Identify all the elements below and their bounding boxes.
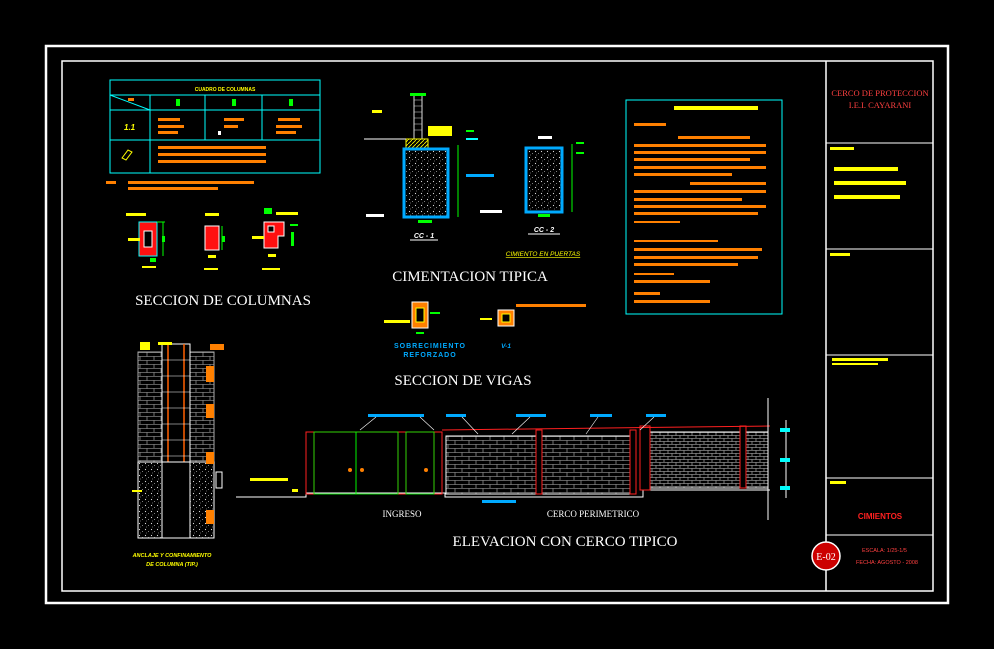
sheet-code-circle	[811, 541, 841, 571]
column-sections	[126, 208, 298, 270]
fence-elevation: INGRESO CERCO PERIMETRICO	[236, 398, 790, 520]
foundation-cc1: CC - 1	[364, 93, 494, 241]
title-beam-sections: SECCION DE VIGAS	[394, 373, 531, 389]
columns-table: CUADRO DE COLUMNAS 1.1	[106, 79, 321, 190]
sheet-code: E-02	[816, 552, 835, 563]
outer-frame	[44, 44, 950, 605]
column-anchorage-detail: ANCLAJE Y CONFINAMIENTO DE COLUMNA (TIP.…	[132, 342, 224, 568]
project-title-line-1: CERCO DE PROTECCION	[831, 88, 928, 98]
foundation-cc2: CC - 2 CIMIENTO EN PUERTAS	[480, 136, 584, 258]
date-text: FECHA: AGOSTO - 2008	[856, 560, 918, 566]
scale-text: ESCALA: 1/25-1/5	[862, 548, 907, 554]
general-notes	[625, 99, 783, 315]
beam-sections: SOBRECIMIENTO REFORZADO V-1	[384, 301, 586, 359]
title-block: CERCO DE PROTECCION I.E.I. CAYARANI CIMI…	[811, 88, 933, 571]
label-cerco-perimetrico: CERCO PERIMETRICO	[547, 509, 640, 519]
label-reforzado: REFORZADO	[403, 352, 456, 359]
label-cc2: CC - 2	[534, 227, 554, 234]
title-column-sections: SECCION DE COLUMNAS	[135, 293, 311, 309]
label-cimiento-puertas: CIMIENTO EN PUERTAS	[506, 251, 581, 258]
anchorage-caption-1: ANCLAJE Y CONFINAMIENTO	[132, 553, 213, 559]
column-row-label: 1.1	[124, 123, 136, 132]
label-ingreso: INGRESO	[382, 509, 422, 519]
label-v1: V-1	[501, 343, 511, 350]
label-sobrecimiento: SOBRECIMIENTO	[394, 343, 466, 350]
columns-table-title: CUADRO DE COLUMNAS	[195, 87, 256, 93]
sheet-name: CIMIENTOS	[858, 512, 903, 521]
inner-frame	[61, 60, 934, 592]
anchorage-caption-2: DE COLUMNA (TIP.)	[146, 562, 198, 568]
label-cc1: CC - 1	[414, 233, 434, 240]
title-foundation: CIMENTACION TIPICA	[392, 269, 548, 285]
project-title-line-2: I.E.I. CAYARANI	[849, 100, 912, 110]
title-elevation: ELEVACION CON CERCO TIPICO	[453, 534, 678, 550]
